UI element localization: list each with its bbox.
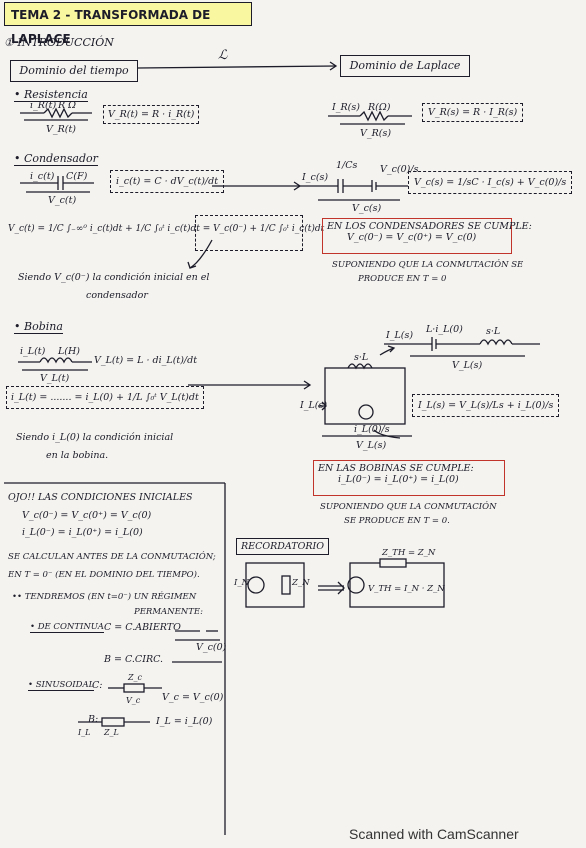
resistor-laplace-voltage: V_R(s) (360, 128, 392, 139)
capacitor-rule-box: EN LOS CONDENSADORES SE CUMPLE: V_c(0⁻) … (322, 218, 532, 254)
resistor-time-label: R Ω (58, 100, 77, 111)
inductor-assume-line1: SUPONIENDO QUE LA CONMUTACIÓN (320, 502, 497, 512)
capacitor-laplace-equation: V_c(s) = 1/sC · I_c(s) + V_c(0)/s (408, 171, 573, 194)
notes-dc-capacitor: C = C.ABIERTO (104, 622, 181, 633)
inductor-assume-line2: SE PRODUCE EN T = 0. (344, 516, 450, 526)
inductor-loop-impedance: s·L (354, 352, 369, 363)
capacitor-laplace-source: V_c(0)/s (380, 164, 419, 175)
section-intro: ① INTRODUCCIÓN (4, 36, 114, 49)
capacitor-note-line1: Siendo V_c(0⁻) la condición inicial en e… (18, 272, 210, 283)
inductor-integral-equation: i_L(t) = ....... = i_L(0) + 1/L ∫₀ᵗ V_L(… (6, 386, 204, 409)
inductor-loop-voltage: V_L(s) (356, 440, 387, 451)
notes-sine-capacitor: C: (92, 680, 103, 691)
laplace-symbol: ℒ (218, 48, 228, 63)
inductor-rule-box: EN LAS BOBINAS SE CUMPLE: i_L(0⁻) = i_L(… (313, 460, 505, 496)
domain-time-box: Dominio del tiempo (10, 60, 138, 82)
inductor-laplace-impedance-top: s·L (486, 326, 501, 337)
resistor-laplace-label: R(Ω) (368, 102, 391, 113)
recordatorio-thevenin-voltage: V_TH = I_N · Z_N (368, 584, 445, 594)
recordatorio-norton-impedance: Z_N (292, 578, 310, 588)
notes-sine-heading: • SINUSOIDAL (28, 680, 95, 691)
inductor-note-line1: Siendo i_L(0) la condición inicial (16, 432, 174, 443)
notes-sine-vc: V_c (126, 696, 141, 705)
scanner-watermark: Scanned with CamScanner (349, 826, 519, 842)
capacitor-time-voltage: V_c(t) (48, 195, 77, 206)
inductor-time-voltage: V_L(t) (40, 373, 70, 384)
capacitor-rule-line2: V_c(0⁻) = V_c(0⁺) = V_c(0) (347, 232, 477, 243)
inductor-loop-source: i_L(0)/s (354, 424, 390, 435)
notes-sine-il: I_L (78, 728, 91, 737)
notes-sine-inductor: B: (88, 714, 99, 725)
resistor-heading: • Resistencia (14, 88, 88, 102)
resistor-time-equation: V_R(t) = R · i_R(t) (103, 105, 200, 124)
notes-ojo: OJO!! LAS CONDICIONES INICIALES (8, 492, 193, 503)
capacitor-laplace-current: I_c(s) (302, 172, 329, 183)
inductor-laplace-source-top: L·i_L(0) (426, 324, 463, 335)
resistor-laplace-equation: V_R(s) = R · I_R(s) (422, 103, 524, 122)
recordatorio-thevenin-impedance: Z_TH = Z_N (382, 548, 436, 558)
page-title: TEMA 2 - TRANSFORMADA DE LAPLACE (4, 2, 252, 46)
inductor-rule-line1: EN LAS BOBINAS SE CUMPLE: (318, 463, 474, 474)
resistor-time-current: i_R(t) (30, 100, 57, 111)
inductor-time-current: i_L(t) (20, 346, 46, 357)
notes-sine-inductor-eq: I_L = i_L(0) (156, 716, 213, 727)
domain-laplace-box: Dominio de Laplace (340, 55, 470, 77)
inductor-time-equation: V_L(t) = L · di_L(t)/dt (94, 355, 198, 366)
resistor-time-voltage: V_R(t) (46, 124, 76, 135)
inductor-laplace-current: I_L(s) (386, 330, 414, 341)
inductor-laplace-voltage-top: V_L(s) (452, 360, 483, 371)
capacitor-laplace-impedance: 1/Cs (336, 160, 358, 171)
inductor-laplace-equation: I_L(s) = V_L(s)/Ls + i_L(0)/s (412, 394, 560, 417)
capacitor-rule-line1: EN LOS CONDENSADORES SE CUMPLE: (327, 221, 532, 232)
inductor-loop-current: I_L(s) (300, 400, 328, 411)
notes-calc-line2: EN T = 0⁻ (EN EL DOMINIO DEL TIEMPO). (8, 570, 200, 580)
resistor-laplace-current: I_R(s) (332, 102, 360, 113)
notes-sine-zl: Z_L (104, 728, 119, 737)
recordatorio-heading: RECORDATORIO (236, 538, 330, 555)
capacitor-heading: • Condensador (14, 152, 98, 166)
notes-sine-zc: Z_c (128, 673, 143, 682)
inductor-time-label: L(H) (58, 346, 81, 357)
capacitor-assume-line1: SUPONIENDO QUE LA CONMUTACIÓN SE (332, 260, 524, 270)
capacitor-time-current: i_c(t) (30, 171, 55, 182)
notes-condition-1: V_c(0⁻) = V_c(0⁺) = V_c(0) (22, 510, 152, 521)
capacitor-note-line2: condensador (86, 290, 148, 301)
capacitor-laplace-voltage: V_c(s) (352, 203, 382, 214)
inductor-heading: • Bobina (14, 320, 63, 334)
notes-calc-line1: SE CALCULAN ANTES DE LA CONMUTACIÓN; (8, 552, 216, 562)
capacitor-assume-line2: PRODUCE EN T = 0 (358, 274, 447, 284)
notes-sine-capacitor-eq: V_c = V_c(0) (162, 692, 224, 703)
capacitor-time-label: C(F) (66, 171, 88, 182)
inductor-note-line2: en la bobina. (46, 450, 109, 461)
notes-dc-capacitor-label: V_c(0) (196, 642, 227, 653)
notes-condition-2: i_L(0⁻) = i_L(0⁺) = i_L(0) (22, 527, 143, 538)
notes-dc-inductor: B = C.CIRC. (104, 654, 164, 665)
capacitor-time-equation: i_c(t) = C · dV_c(t)/dt (110, 170, 225, 193)
notes-dc-heading: • DE CONTINUA (30, 622, 104, 633)
notes-regime-line1: •• TENDREMOS (EN t=0⁻) UN RÉGIMEN (12, 592, 197, 602)
recordatorio-norton-current: I_N (234, 578, 250, 588)
notes-regime-line2: PERMANENTE: (134, 607, 203, 617)
capacitor-integral-equation: V_c(t) = 1/C ∫₋∞⁰ i_c(t)dt + 1/C ∫₀ᵗ i_c… (8, 224, 325, 234)
capacitor-integral-box (195, 215, 303, 251)
inductor-rule-line2: i_L(0⁻) = i_L(0⁺) = i_L(0) (338, 474, 459, 485)
